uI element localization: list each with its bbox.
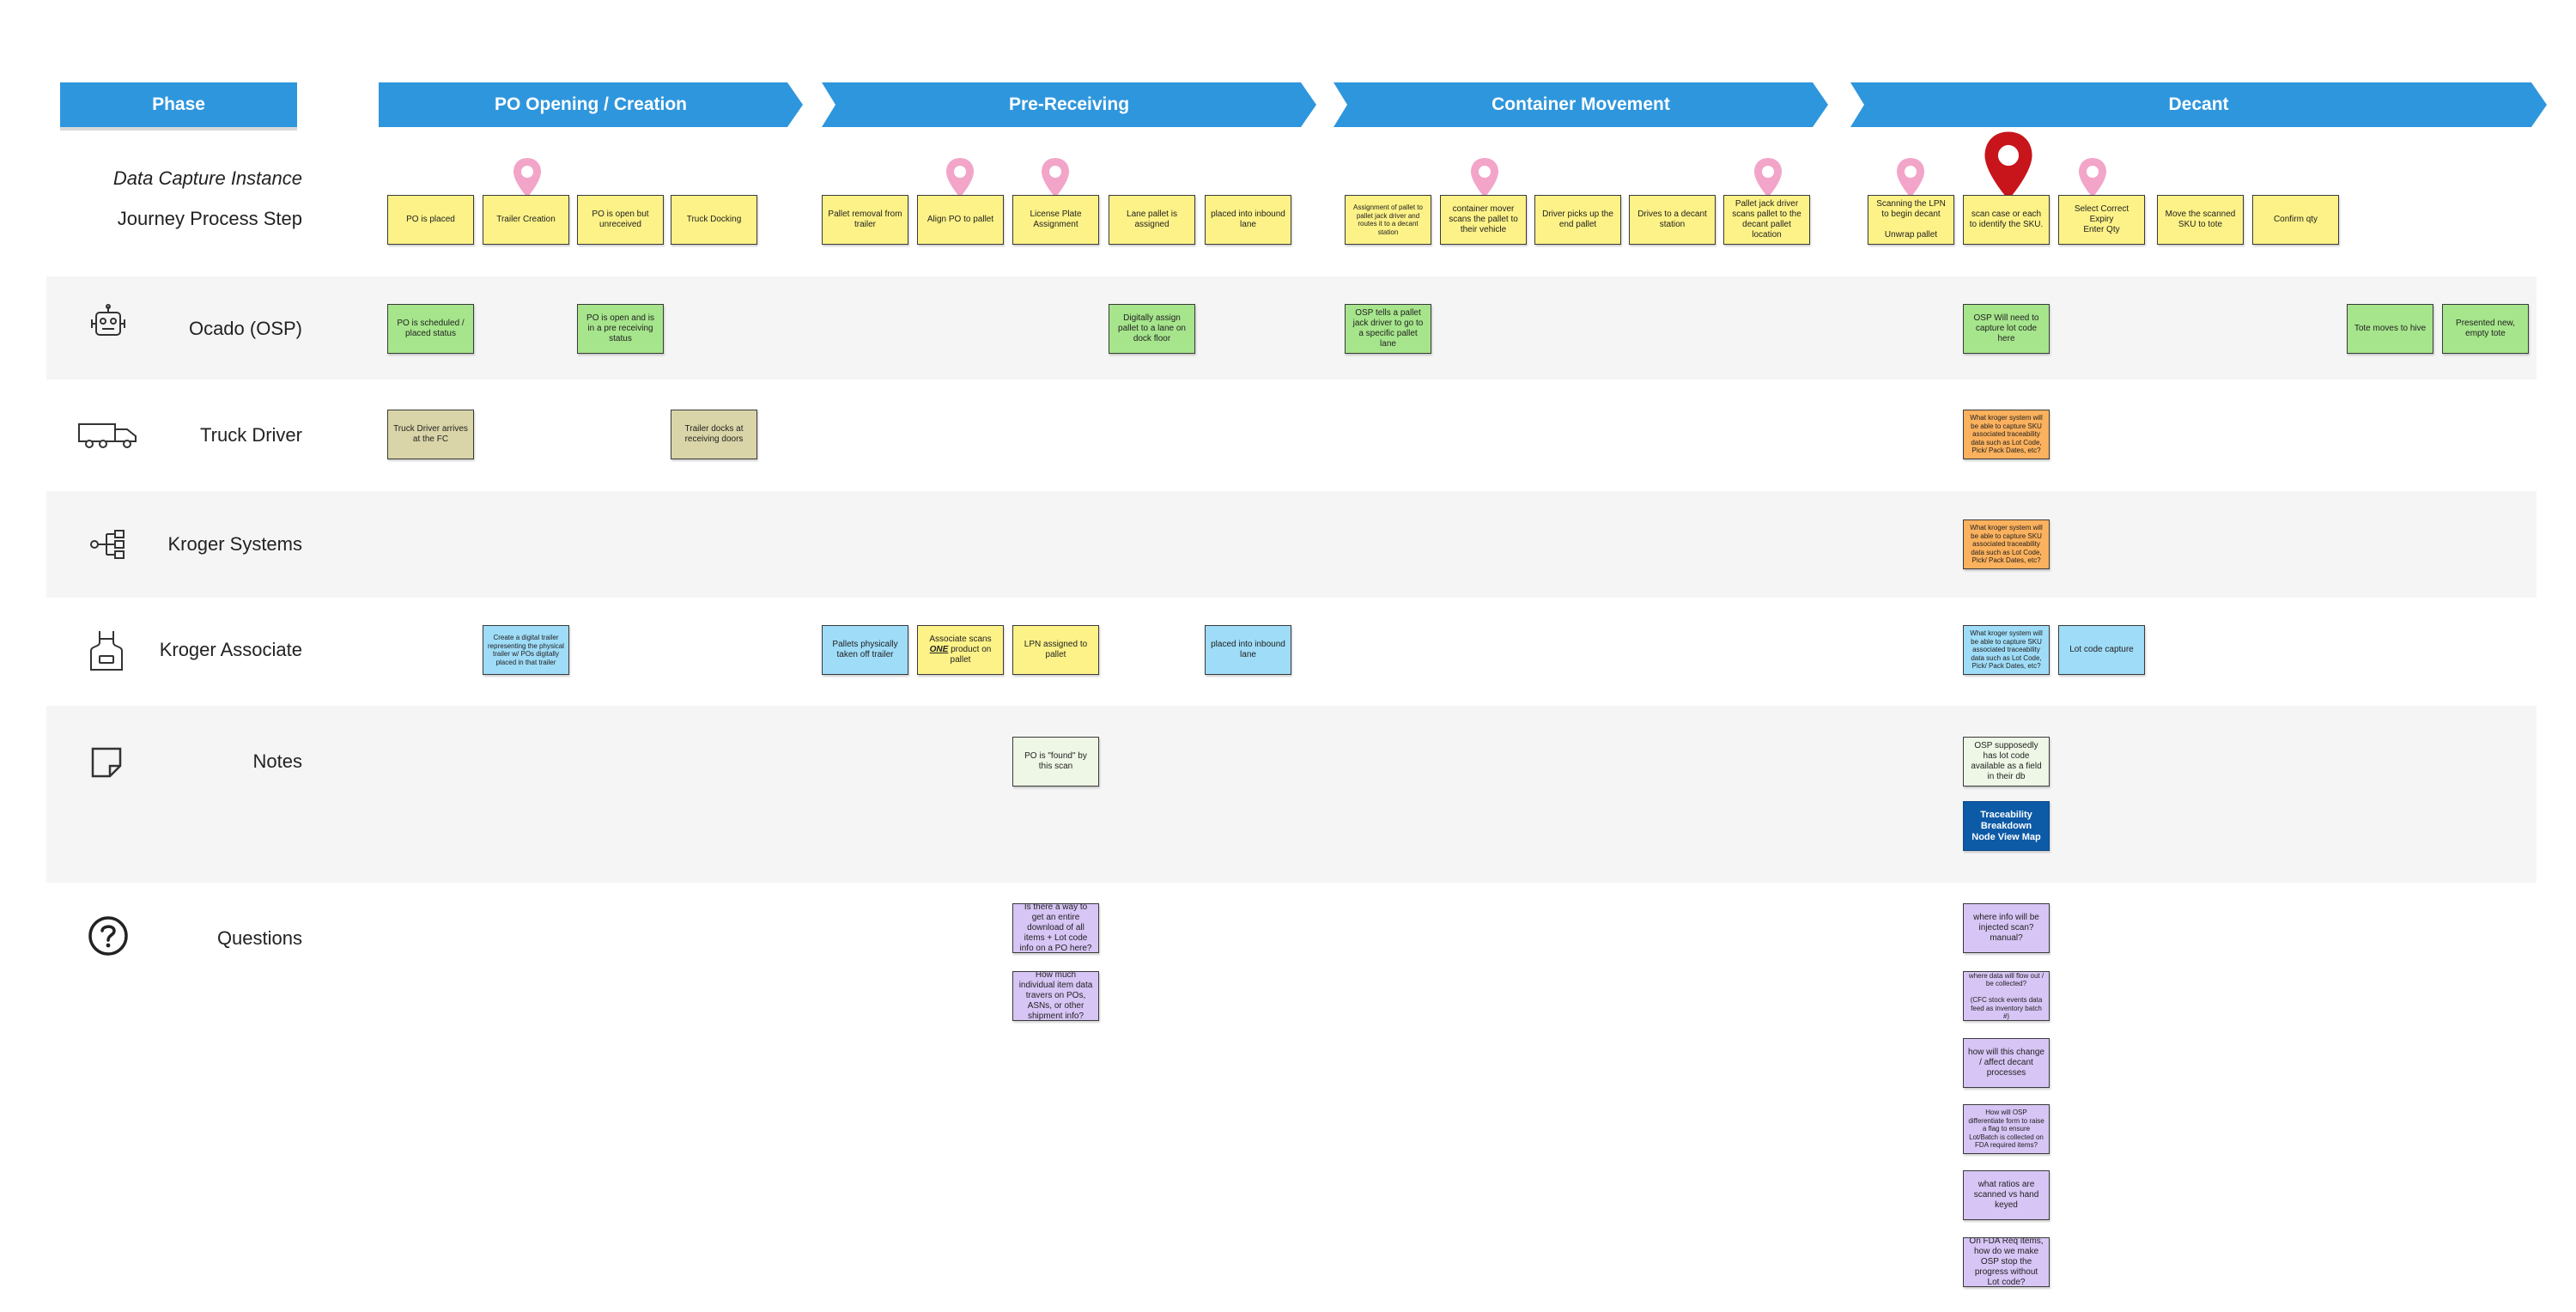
lane-label-associate: Kroger Associate: [159, 639, 302, 660]
journey-step: Move the scanned SKU to tote: [2157, 195, 2244, 245]
notes-note: OSP supposedly has lot code available as…: [1963, 737, 2050, 787]
associate-note: LPN assigned to pallet: [1012, 625, 1099, 675]
associate-note: What kroger system will be able to captu…: [1963, 625, 2050, 675]
location-pin-icon: [1042, 158, 1069, 197]
truck-icon: [78, 423, 137, 448]
apron-icon: [90, 631, 123, 671]
data-capture-instance-label: Data Capture Instance: [112, 167, 302, 189]
journey-step: Driver picks up the end pallet: [1534, 195, 1621, 245]
question-note: what ratios are scanned vs hand keyed: [1963, 1170, 2050, 1220]
ocado-note: OSP tells a pallet jack driver to go to …: [1345, 304, 1431, 354]
phase-decant: Decant: [1850, 82, 2547, 127]
lane-label-notes: Notes: [252, 750, 302, 772]
journey-step: Select Correct Expiry Enter Qty: [2058, 195, 2145, 245]
journey-step: Trailer Creation: [483, 195, 569, 245]
location-pin-icon: [2079, 158, 2106, 197]
phase-header-label: Phase: [60, 82, 297, 127]
associate-note: Lot code capture: [2058, 625, 2145, 675]
journey-step: Drives to a decant station: [1629, 195, 1716, 245]
journey-step: Assignment of pallet to pallet jack driv…: [1345, 195, 1431, 245]
question-note: where data will flow out / be collected?…: [1963, 971, 2050, 1021]
journey-step: Pallet jack driver scans pallet to the d…: [1723, 195, 1810, 245]
journey-step: Truck Docking: [671, 195, 757, 245]
robot-icon: [91, 304, 125, 336]
lane-label-ocado: Ocado (OSP): [188, 318, 302, 339]
associate-note: placed into inbound lane: [1205, 625, 1291, 675]
question-note: On FDA Req items, how do we make OSP sto…: [1963, 1237, 2050, 1287]
ocado-note: Tote moves to hive: [2347, 304, 2433, 354]
associate-note: Create a digital trailer representing th…: [483, 625, 569, 675]
lane-label-systems: Kroger Systems: [167, 533, 303, 555]
truck-note: Trailer docks at receiving doors: [671, 410, 757, 459]
journey-step: Lane pallet is assigned: [1109, 195, 1195, 245]
network-icon: [90, 530, 125, 559]
associate-note: Pallets physically taken off trailer: [822, 625, 908, 675]
location-pin-icon: [1984, 131, 2032, 200]
phase-container-movement: Container Movement: [1334, 82, 1828, 127]
lane-band-systems: [46, 491, 2537, 598]
lane-label-truck: Truck Driver: [200, 424, 302, 446]
ocado-note: Digitally assign pallet to a lane on doc…: [1109, 304, 1195, 354]
ocado-note: PO is open and is in a pre receiving sta…: [577, 304, 664, 354]
ocado-note: PO is scheduled / placed status: [387, 304, 474, 354]
phase-pre-receiving: Pre-Receiving: [822, 82, 1316, 127]
question-circle-icon: [88, 916, 128, 956]
notes-note: PO is "found" by this scan: [1012, 737, 1099, 787]
journey-step: License Plate Assignment: [1012, 195, 1099, 245]
location-pin-icon: [1754, 158, 1782, 197]
question-note: How much individual item data travers on…: [1012, 971, 1099, 1021]
truck-note: Truck Driver arrives at the FC: [387, 410, 474, 459]
location-pin-icon: [513, 158, 541, 197]
journey-step: Confirm qty: [2252, 195, 2339, 245]
question-note: How will OSP differentiate form to raise…: [1963, 1104, 2050, 1154]
ocado-note: OSP Will need to capture lot code here: [1963, 304, 2050, 354]
question-note: Is there a way to get an entire download…: [1012, 903, 1099, 953]
journey-step: Align PO to pallet: [917, 195, 1004, 245]
journey-step: scan case or each to identify the SKU.: [1963, 195, 2050, 245]
question-note: how will this change / affect decant pro…: [1963, 1038, 2050, 1088]
systems-note: What kroger system will be able to captu…: [1963, 519, 2050, 569]
location-pin-icon: [1471, 158, 1498, 197]
phase-po-opening: PO Opening / Creation: [379, 82, 803, 127]
location-pin-icon: [946, 158, 974, 197]
associate-note: Associate scans ONE product on pallet: [917, 625, 1004, 675]
truck-note: What kroger system will be able to captu…: [1963, 410, 2050, 459]
location-pin-icon: [1897, 158, 1924, 197]
journey-step: placed into inbound lane: [1205, 195, 1291, 245]
journey-step: PO is placed: [387, 195, 474, 245]
journey-step: PO is open but unreceived: [577, 195, 664, 245]
traceability-map-link[interactable]: Traceability Breakdown Node View Map: [1963, 801, 2050, 851]
journey-process-step-label: Journey Process Step: [117, 208, 302, 229]
journey-step: container mover scans the pallet to thei…: [1440, 195, 1527, 245]
journey-step: Scanning the LPN to begin decant Unwrap …: [1868, 195, 1954, 245]
journey-step: Pallet removal from trailer: [822, 195, 908, 245]
lane-band-notes: [46, 706, 2537, 883]
lane-label-questions: Questions: [216, 927, 302, 949]
sticky-note-icon: [91, 747, 122, 778]
ocado-note: Presented new, empty tote: [2442, 304, 2529, 354]
question-note: where info will be injected scan? manual…: [1963, 903, 2050, 953]
